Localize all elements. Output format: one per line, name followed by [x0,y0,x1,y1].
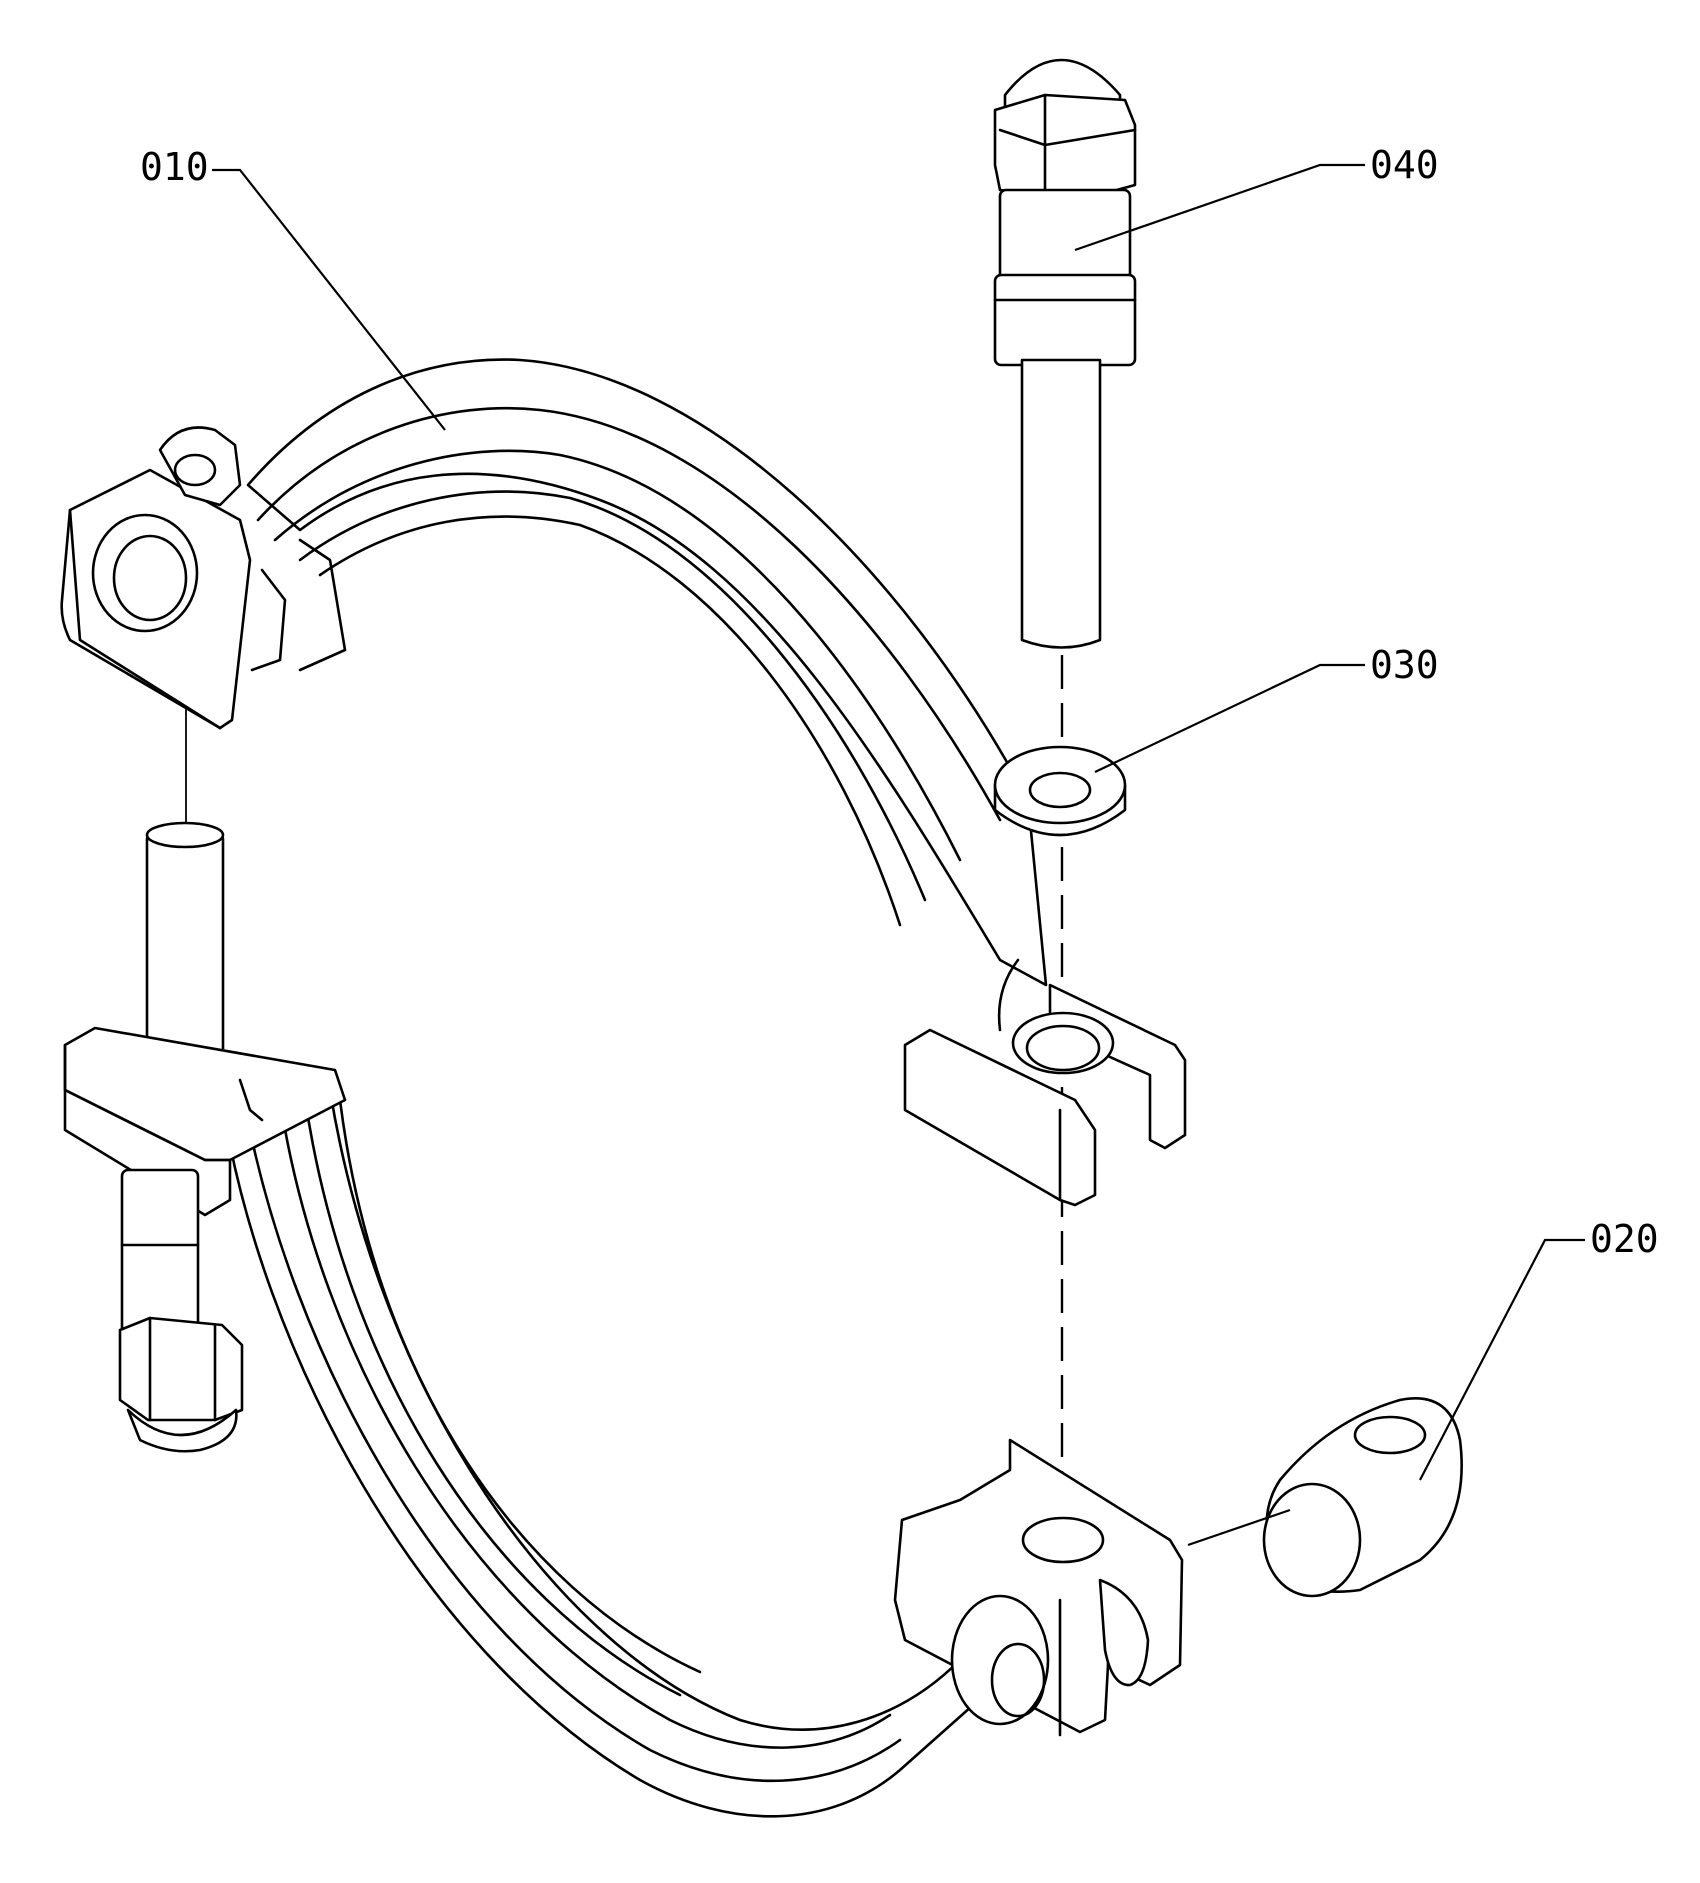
callout-020: 020 [1590,1217,1659,1261]
washer-top [993,745,1127,825]
callout-labels: 010 020 030 040 [140,143,1659,1261]
bolt-sleeve [993,273,1137,367]
lower-band-ridge [243,1103,902,1783]
leader-020 [1419,1238,1585,1481]
lower-right-clevis-eye [1098,1578,1150,1687]
upper-right-slot-inner [1025,1024,1101,1072]
t-bolt-040 [993,58,1137,649]
lower-left-plate-side [63,1043,232,1217]
washer-030 [993,745,1127,837]
upper-left-lug-edge [68,508,222,730]
left-hinge-pin [145,821,225,1057]
upper-right-lug [903,1028,1097,1207]
leader-030 [1094,663,1365,773]
lower-left-stud [120,1168,200,1342]
lower-left-nut [118,1316,244,1422]
upper-left-web [250,568,287,672]
upper-right-lug-fillet [997,958,1020,1032]
lower-band-inner-edge [303,1096,682,1697]
barrel-nut-cross-hole [1353,1415,1427,1455]
upper-band-ridge [256,406,1002,822]
callout-010: 010 [140,145,209,189]
leader-040 [1074,163,1365,252]
bolt-shank [1020,358,1102,649]
upper-band-outer [246,358,1048,987]
lower-right-clevis-top [1021,1516,1105,1564]
leader-020-assembly [1187,1508,1291,1547]
lower-left-nut-flats [148,1316,217,1422]
lower-right-lug-hole-inner [990,1642,1046,1718]
upper-left-lug-boss [158,426,242,507]
callout-040: 040 [1370,143,1439,187]
upper-band-groove [273,449,962,862]
lower-left-nut-cap [126,1408,238,1453]
upper-left-web-2 [298,538,347,672]
lower-band-groove [278,1098,892,1749]
upper-left-lug-hole-inner [112,534,188,622]
lower-right-lug-hole [950,1594,1050,1726]
upper-band-inner-edge [298,490,927,902]
bolt-hex-nut [993,93,1137,202]
lower-left-plate-notch [238,1078,264,1122]
callout-030: 030 [1370,643,1439,687]
upper-band-inner-lip [318,515,902,927]
left-pin-top [145,821,225,849]
leader-010 [212,168,446,431]
lower-clamp-half [63,1026,1184,1818]
upper-left-lug-hole [91,513,199,633]
lower-band-inner-lip [338,1098,702,1674]
upper-left-lug-boss-hole [173,453,217,487]
upper-right-slot-opening [1011,1011,1115,1075]
washer-hole [1028,771,1092,809]
bolt-hex-flats [998,93,1137,202]
upper-clamp-half [60,358,1187,1207]
lower-band-outer [220,1088,992,1818]
barrel-nut-020 [1262,1397,1463,1598]
leader-lines [212,163,1585,1547]
left-pin-shaft [145,833,225,1057]
barrel-nut-end [1262,1482,1362,1598]
